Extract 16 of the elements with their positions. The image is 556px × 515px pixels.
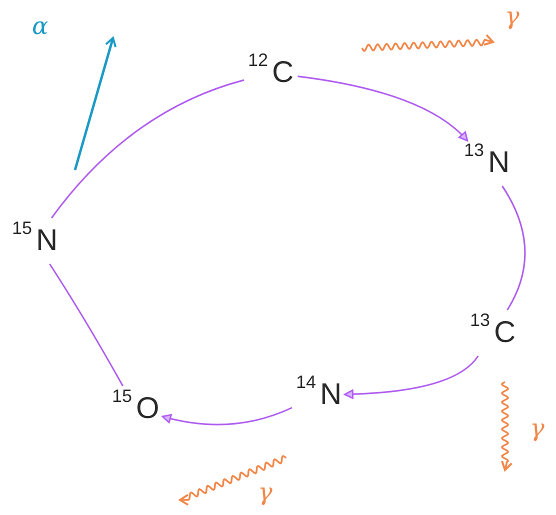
particle-symbol: γ [258,480,272,504]
isotope-label: $^{15}$O [108,386,164,432]
cycle-arc [49,264,124,386]
particle-symbol: α [32,14,48,38]
cycle-arc [502,186,526,310]
isotope-label: $^{14}$N [292,372,346,418]
isotope-label: $^{13}$N [460,140,514,186]
arrow [162,406,292,426]
cycle-arc [50,79,244,218]
particle-symbol: γ [505,4,520,28]
isotope-label: $^{12}$C [244,50,298,96]
arrow [298,76,468,142]
arrow [344,356,479,399]
particle-symbol: γ [530,416,544,440]
isotope-label: $^{13}$C [466,310,520,356]
isotope-label: $^{15}$N [8,218,62,264]
